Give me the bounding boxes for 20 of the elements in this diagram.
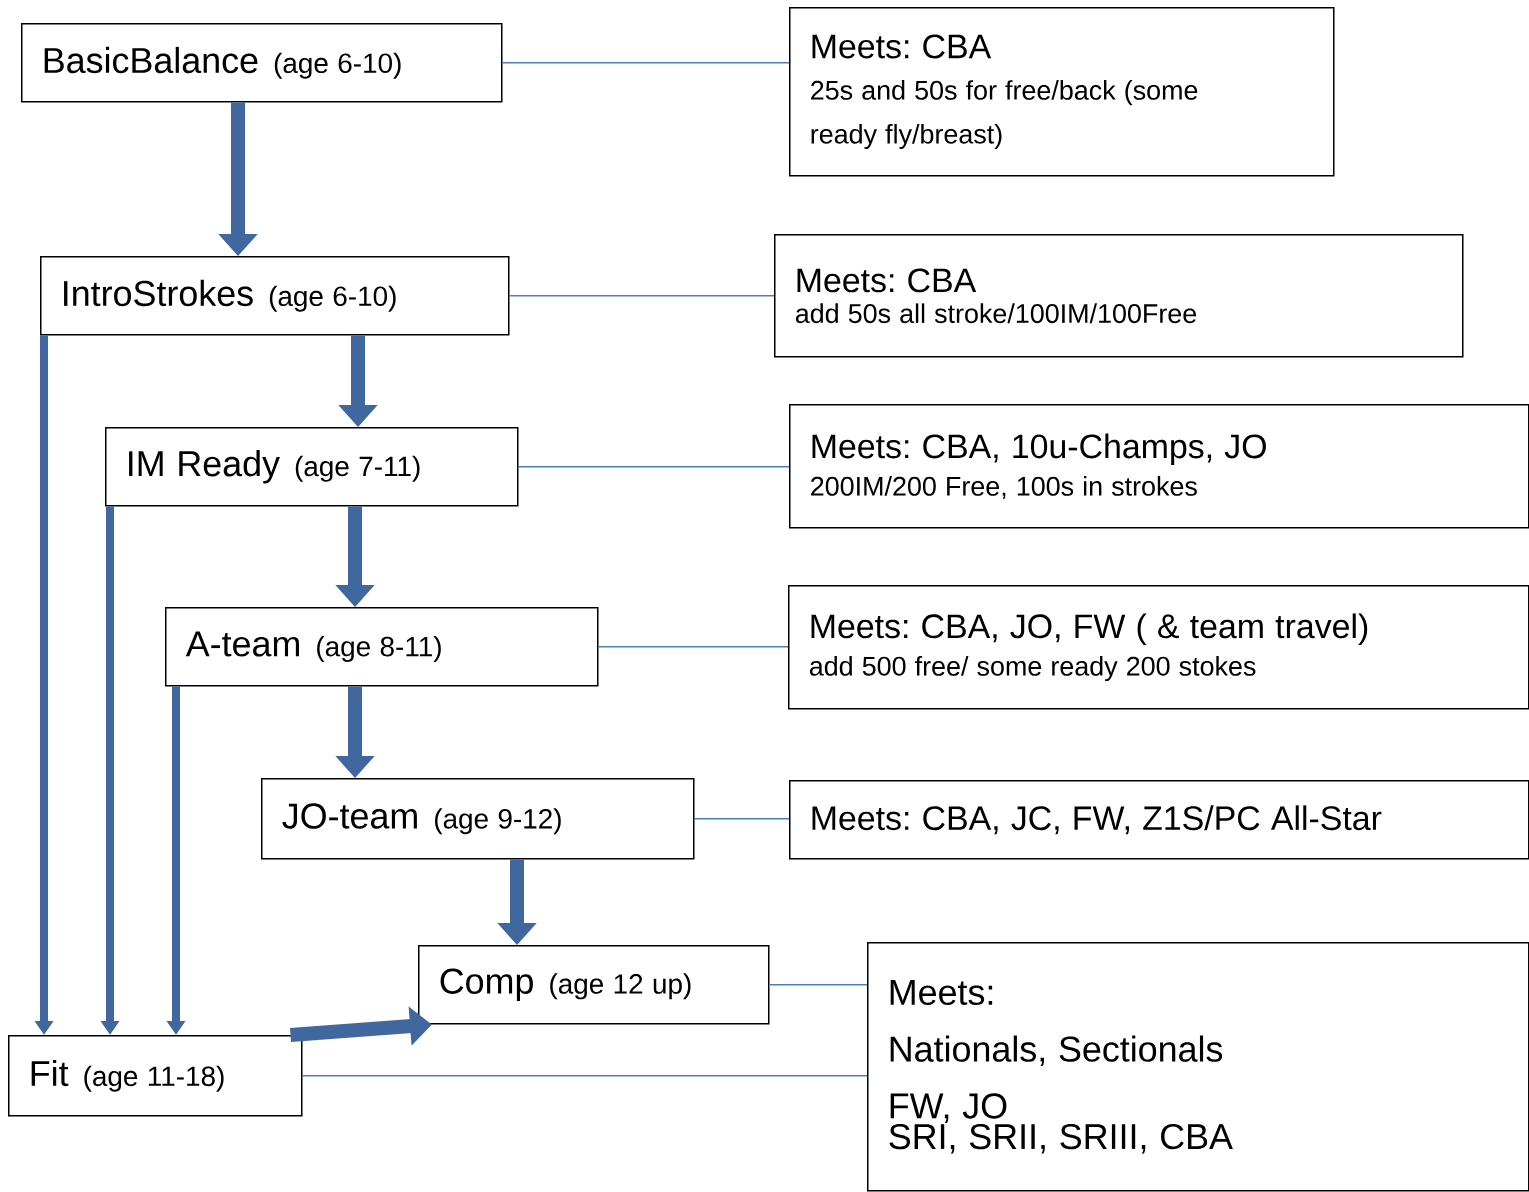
level-box: Fit (age 11-18) <box>8 1035 303 1117</box>
connector-line <box>693 818 790 820</box>
connector-line <box>501 62 790 64</box>
connector-line <box>768 984 868 986</box>
level-box: IntroStrokes (age 6-10) <box>40 256 510 336</box>
meets-box: Meets: CBA, JC, FW, Z1S/PC All-Star <box>789 780 1529 860</box>
meets-box: Meets: CBA 25s and 50s for free/back (some ready fly/breast) <box>789 7 1335 177</box>
level-box: BasicBalance (age 6-10) <box>21 23 503 103</box>
level-box: Comp (age 12 up) <box>418 945 770 1025</box>
level-box: JO-team (age 9-12) <box>261 778 695 860</box>
meets-box: Meets: CBA add 50s all stroke/100IM/100Free <box>774 234 1464 358</box>
connector-line <box>597 646 789 648</box>
meets-box: Meets: CBA, 10u-Champs, JO 200IM/200 Free, 100s in strokes <box>789 404 1529 529</box>
connector-line <box>517 466 790 468</box>
connector-line <box>301 1075 868 1077</box>
connector-line <box>508 295 775 297</box>
level-box: A-team (age 8-11) <box>165 607 599 687</box>
meets-box: Meets: CBA, JO, FW ( & team travel) add 500 free/ some ready 200 stokes <box>788 585 1529 710</box>
meets-box: Meets: Nationals, Sectionals FW, JO SRI, SRII, SRIII, CBA <box>867 942 1529 1192</box>
level-box: IM Ready (age 7-11) <box>105 427 519 507</box>
